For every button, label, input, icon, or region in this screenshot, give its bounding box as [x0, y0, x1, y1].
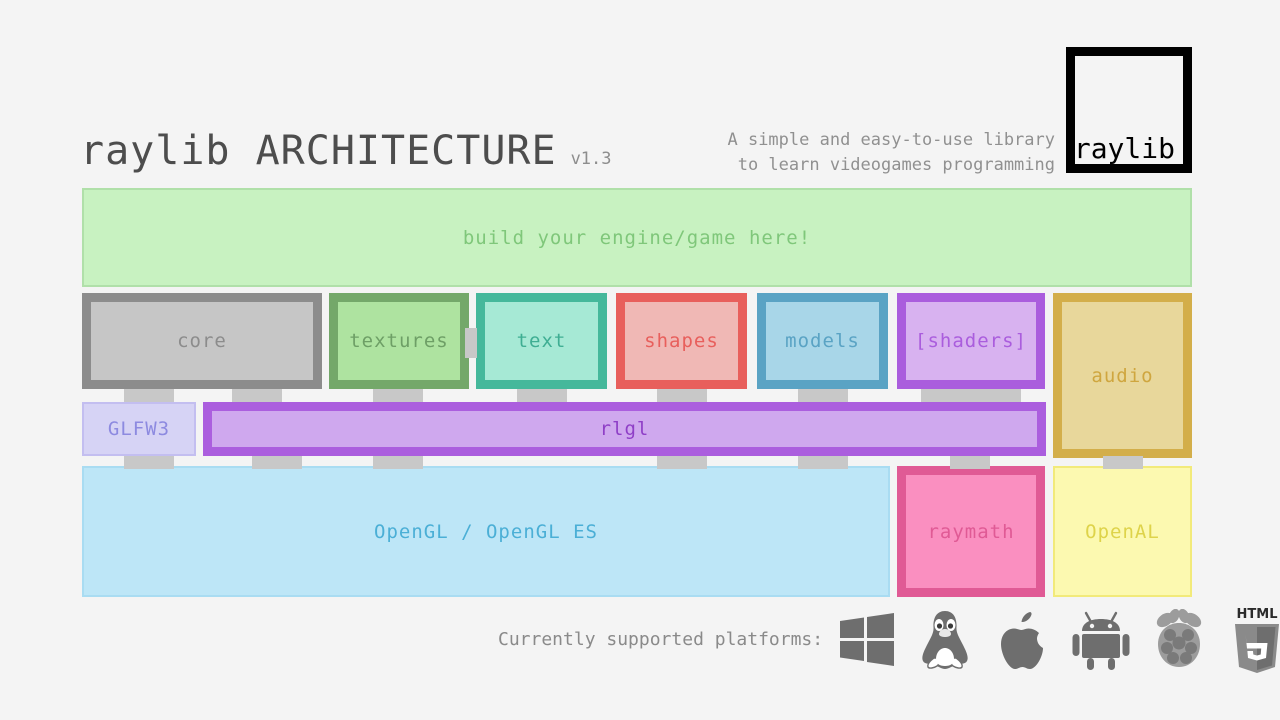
connector-tab-top-2	[373, 389, 423, 402]
module-audio-label: audio	[1091, 364, 1154, 387]
html5-icon: HTML	[1226, 606, 1280, 674]
svg-text:HTML: HTML	[1237, 607, 1278, 622]
module-audio: audio	[1053, 293, 1192, 458]
layer-raymath-label: raymath	[927, 520, 1015, 543]
connector-tab-top-3	[517, 389, 567, 402]
connector-tab-top-5	[798, 389, 848, 402]
module-textures: textures	[329, 293, 469, 389]
connector-tab-top-6	[921, 389, 1021, 402]
logo-text: raylib	[1073, 132, 1175, 165]
user-layer-block: build your engine/game here!	[82, 188, 1192, 287]
module-textures-label: textures	[349, 330, 449, 352]
version-label: v1.3	[570, 149, 612, 169]
module-core: core	[82, 293, 322, 389]
layer-glfw3-label: GLFW3	[107, 418, 171, 440]
layer-opengl-opengl-es: OpenGL / OpenGL ES	[82, 466, 890, 597]
layer-rlgl-label: rlgl	[599, 418, 650, 440]
tagline-line-1: A simple and easy-to-use library	[727, 130, 1055, 150]
module-shapes: shapes	[616, 293, 747, 389]
module-shapes-label: shapes	[644, 330, 719, 352]
tagline-line-2: to learn videogames programming	[737, 155, 1055, 175]
raylib-logo: raylib	[1066, 47, 1192, 173]
page-title: raylib ARCHITECTURE v1.3	[80, 131, 612, 171]
platforms-label: Currently supported platforms:	[498, 629, 824, 650]
connector-tab-bottom-3	[657, 456, 707, 469]
android-icon	[1070, 606, 1132, 674]
connector-tab-side-0	[465, 328, 477, 358]
module-models-label: models	[785, 330, 860, 352]
connector-tab-bottom-2	[373, 456, 423, 469]
layer-raymath: raymath	[897, 466, 1045, 597]
module-shaders: [shaders]	[897, 293, 1045, 389]
module-models: models	[757, 293, 888, 389]
connector-tab-top-4	[657, 389, 707, 402]
windows-icon	[836, 606, 898, 674]
connector-tab-bottom-6	[1103, 456, 1143, 469]
layer-openal: OpenAL	[1053, 466, 1192, 597]
connector-tab-bottom-1	[252, 456, 302, 469]
layer-opengl-opengl-es-label: OpenGL / OpenGL ES	[374, 520, 598, 543]
apple-icon	[992, 606, 1054, 674]
module-text-label: text	[516, 330, 567, 352]
module-shaders-label: [shaders]	[915, 330, 1027, 352]
connector-tab-bottom-5	[950, 456, 990, 469]
module-core-label: core	[177, 330, 227, 352]
platform-icons: HTML	[836, 604, 1280, 676]
raspberry-pi-icon	[1148, 606, 1210, 674]
user-layer-block-label: build your engine/game here!	[462, 226, 812, 249]
connector-tab-bottom-4	[798, 456, 848, 469]
connector-tab-top-0	[124, 389, 174, 402]
title-text: raylib ARCHITECTURE	[80, 128, 557, 174]
linux-tux-icon	[914, 606, 976, 674]
connector-tab-top-1	[232, 389, 282, 402]
layer-rlgl: rlgl	[203, 402, 1046, 456]
layer-openal-label: OpenAL	[1085, 520, 1160, 543]
tagline: A simple and easy-to-use library to lear…	[727, 128, 1055, 178]
connector-tab-bottom-0	[124, 456, 174, 469]
layer-glfw3: GLFW3	[82, 402, 196, 456]
module-text: text	[476, 293, 607, 389]
